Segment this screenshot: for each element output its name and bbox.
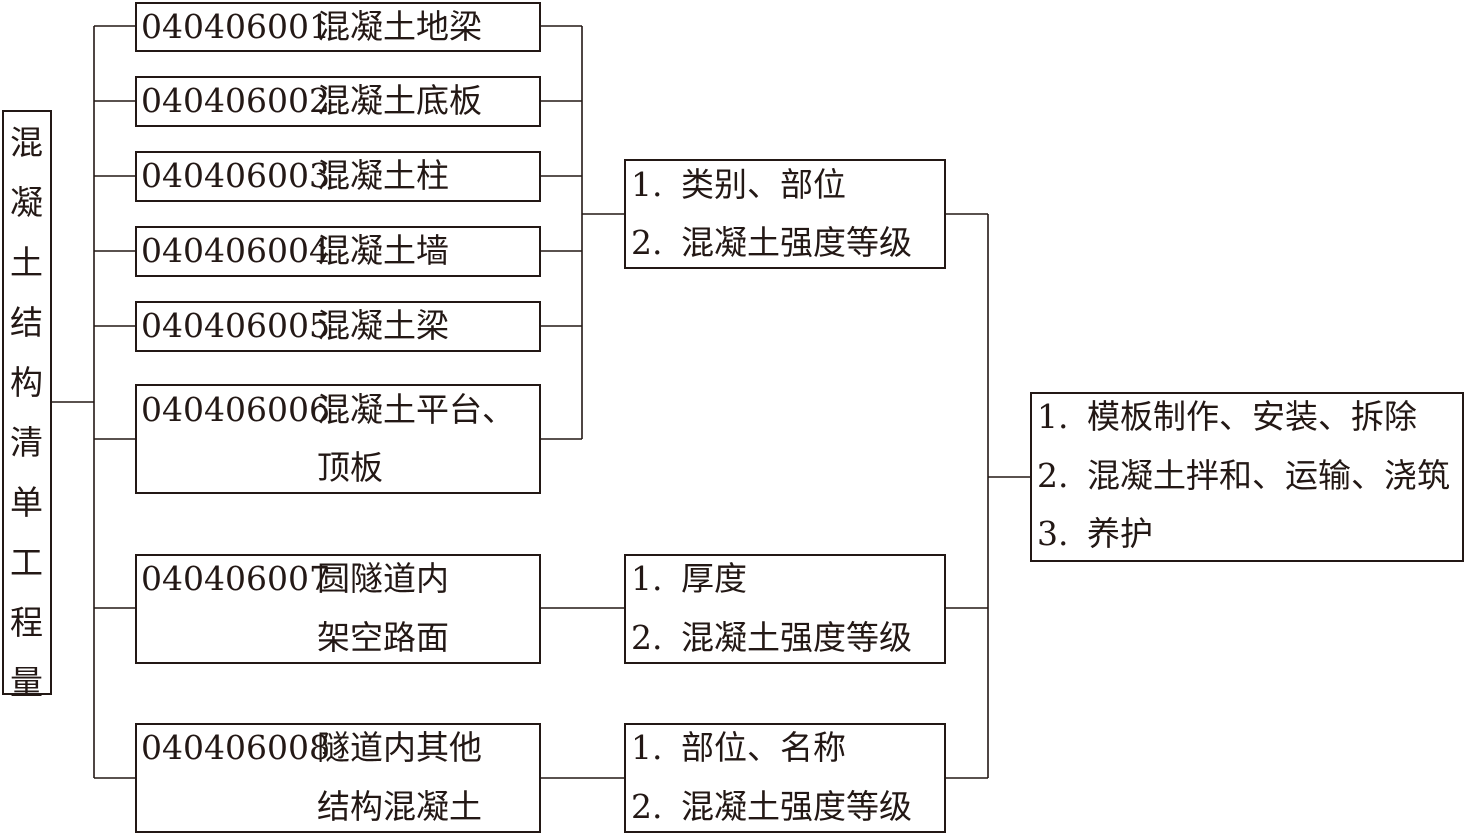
item-line: 040406008隧道内其他: [141, 728, 482, 768]
feature-line: 1. 部位、名称: [631, 728, 846, 768]
feature-text: 混凝土强度等级: [681, 787, 912, 826]
title-box: 混 凝 土 结 构 清 单 工 程 量: [2, 110, 52, 702]
work-text: 养护: [1087, 514, 1153, 553]
item-line: 040406001混凝土地梁: [141, 7, 482, 47]
item-name: 混凝土底板: [317, 81, 482, 120]
title-char: 量: [10, 663, 43, 702]
feature-number: 1.: [631, 559, 663, 598]
title-char: 单: [10, 483, 43, 522]
work-line: 3. 养护: [1037, 514, 1153, 554]
item-name-continued: 结构混凝土: [317, 787, 482, 826]
work-text: 模板制作、安装、拆除: [1087, 397, 1417, 436]
title-char: 构: [10, 363, 43, 402]
title-char: 清: [10, 423, 43, 462]
item-box-7: 040406007圆隧道内 架空路面: [135, 554, 541, 664]
title-char: 工: [10, 543, 43, 582]
feature-box-1: 1. 类别、部位 2. 混凝土强度等级: [624, 159, 946, 269]
item-name-continued: 顶板: [317, 448, 383, 487]
item-line: 040406005混凝土梁: [141, 306, 449, 346]
title-char: 凝: [10, 183, 43, 222]
feature-number: 1.: [631, 165, 663, 204]
item-box-4: 040406004混凝土墙: [135, 226, 541, 277]
feature-line: 1. 厚度: [631, 559, 747, 599]
feature-box-2: 1. 厚度 2. 混凝土强度等级: [624, 554, 946, 664]
feature-number: 2.: [631, 223, 663, 262]
item-code: 040406007: [141, 559, 330, 598]
item-name: 混凝土梁: [317, 306, 449, 345]
feature-number: 2.: [631, 618, 663, 657]
title-char: 混: [10, 123, 43, 162]
item-name: 混凝土地梁: [317, 7, 482, 46]
item-code: 040406001: [141, 7, 330, 46]
item-line: 040406007圆隧道内: [141, 559, 449, 599]
feature-number: 1.: [631, 728, 663, 767]
feature-text: 混凝土强度等级: [681, 618, 912, 657]
title-char: 结: [10, 303, 43, 342]
item-line: 040406002混凝土底板: [141, 81, 482, 121]
item-name: 混凝土柱: [317, 156, 449, 195]
title-char: 程: [10, 603, 43, 642]
feature-line: 2. 混凝土强度等级: [631, 787, 912, 827]
feature-text: 部位、名称: [681, 728, 846, 767]
item-box-5: 040406005混凝土梁: [135, 301, 541, 352]
item-box-1: 040406001混凝土地梁: [135, 2, 541, 52]
item-line: 040406003混凝土柱: [141, 156, 449, 196]
item-code: 040406006: [141, 390, 330, 429]
item-code: 040406003: [141, 156, 330, 195]
feature-line: 2. 混凝土强度等级: [631, 223, 912, 263]
feature-text: 厚度: [681, 559, 747, 598]
work-number: 3.: [1037, 514, 1069, 553]
item-code: 040406002: [141, 81, 330, 120]
work-line: 1. 模板制作、安装、拆除: [1037, 397, 1417, 437]
feature-number: 2.: [631, 787, 663, 826]
work-content-box: 1. 模板制作、安装、拆除 2. 混凝土拌和、运输、浇筑 3. 养护: [1030, 392, 1464, 562]
work-number: 1.: [1037, 397, 1069, 436]
item-box-3: 040406003混凝土柱: [135, 151, 541, 202]
item-box-6: 040406006混凝土平台、 顶板: [135, 384, 541, 494]
item-name: 隧道内其他: [317, 728, 482, 767]
item-name: 圆隧道内: [317, 559, 449, 598]
item-name-continued: 架空路面: [317, 618, 449, 657]
feature-text: 类别、部位: [681, 165, 846, 204]
feature-text: 混凝土强度等级: [681, 223, 912, 262]
item-box-2: 040406002混凝土底板: [135, 76, 541, 127]
feature-line: 2. 混凝土强度等级: [631, 618, 912, 658]
item-box-8: 040406008隧道内其他 结构混凝土: [135, 723, 541, 833]
work-number: 2.: [1037, 456, 1069, 495]
title-char: 土: [10, 243, 43, 282]
work-text: 混凝土拌和、运输、浇筑: [1087, 456, 1450, 495]
feature-line: 1. 类别、部位: [631, 165, 846, 205]
item-code: 040406004: [141, 231, 330, 270]
work-line: 2. 混凝土拌和、运输、浇筑: [1037, 456, 1450, 496]
item-line: 040406006混凝土平台、: [141, 390, 515, 430]
feature-box-3: 1. 部位、名称 2. 混凝土强度等级: [624, 723, 946, 833]
item-code: 040406005: [141, 306, 330, 345]
item-line: 040406004混凝土墙: [141, 231, 449, 271]
item-name: 混凝土墙: [317, 231, 449, 270]
item-code: 040406008: [141, 728, 330, 767]
item-name: 混凝土平台、: [317, 390, 515, 429]
